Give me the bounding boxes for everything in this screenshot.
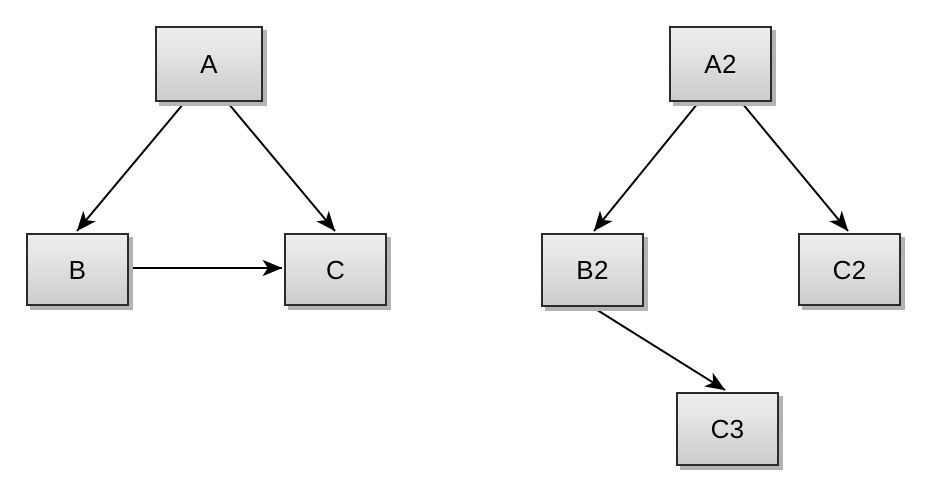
node-label: C2 bbox=[832, 254, 867, 285]
node-label: A2 bbox=[704, 49, 737, 79]
node-label: B2 bbox=[576, 255, 609, 285]
node-label: C3 bbox=[710, 414, 745, 444]
node-b[interactable]: B bbox=[26, 233, 129, 306]
node-b2[interactable]: B2 bbox=[541, 233, 644, 307]
edges-group bbox=[76, 102, 849, 391]
node-a2[interactable]: A2 bbox=[669, 26, 772, 102]
edge-a-b[interactable] bbox=[76, 102, 185, 232]
edge-b2-c3[interactable] bbox=[593, 307, 726, 391]
node-c[interactable]: C bbox=[284, 233, 387, 306]
edge-a2-c2[interactable] bbox=[741, 102, 849, 232]
node-label: B bbox=[68, 254, 87, 285]
node-c3[interactable]: C3 bbox=[676, 392, 779, 466]
edge-a2-b2[interactable] bbox=[593, 102, 699, 232]
node-a[interactable]: A bbox=[155, 26, 263, 102]
node-label: C bbox=[325, 254, 346, 285]
node-label: A bbox=[200, 49, 218, 79]
edge-a-c[interactable] bbox=[227, 102, 336, 232]
node-c2[interactable]: C2 bbox=[798, 233, 901, 306]
